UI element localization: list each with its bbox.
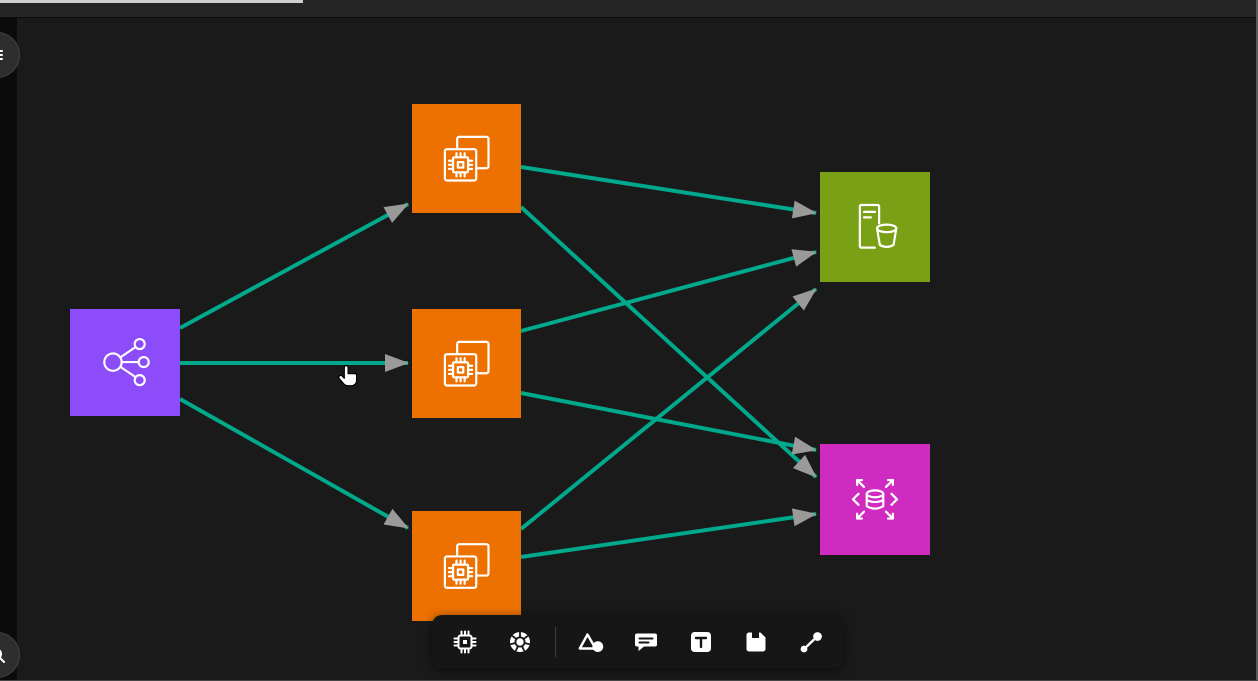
storage-bucket-icon [858,203,898,249]
edge-compute-node-1-to-database-scaling-node[interactable] [519,205,818,479]
edge-compute-node-3-to-database-scaling-node[interactable] [520,508,817,559]
compute-node-3[interactable] [412,511,521,621]
top-progress-line [0,0,303,3]
save-icon [746,632,766,651]
save-tool[interactable] [733,620,779,664]
edge-compute-node-1-to-storage-node[interactable] [520,165,817,219]
shapes-icon [578,632,604,652]
connector-tool[interactable] [788,620,834,664]
edge-load-balancer-node-to-compute-node-1[interactable] [179,202,409,330]
comment-tool[interactable] [623,620,669,664]
toolbar-divider [555,626,556,657]
connector-icon [800,631,822,652]
load-balancer-icon [103,338,150,387]
title-bar [0,0,1256,18]
bottom-toolbar [432,615,844,668]
load-balancer-node[interactable] [70,309,180,416]
compute-chip-icon [443,340,490,387]
edge-load-balancer-node-to-compute-node-3[interactable] [179,397,409,530]
text-tool[interactable] [678,620,724,664]
storage-node[interactable] [820,172,930,282]
add-compute-node-tool[interactable] [442,620,488,664]
edge-compute-node-2-to-storage-node[interactable] [520,249,817,333]
edge-compute-node-2-to-database-scaling-node[interactable] [520,391,817,455]
left-edge-strip [0,17,17,680]
database-scaling-node[interactable] [820,444,930,555]
shapes-tool[interactable] [568,620,614,664]
menu-icon [0,50,3,60]
compute-node-2[interactable] [412,309,521,418]
kubernetes-tool[interactable] [497,620,543,664]
comment-icon [635,633,657,651]
compute-chip-icon [443,543,490,589]
chip-icon [453,630,477,653]
text-icon [691,631,711,652]
edge-compute-node-3-to-storage-node[interactable] [519,287,818,531]
kubernetes-wheel-icon [510,631,530,652]
compute-chip-icon [443,135,490,182]
magnifier-icon [0,649,5,663]
compute-node-1[interactable] [412,104,521,213]
database-scaling-icon [851,479,899,520]
